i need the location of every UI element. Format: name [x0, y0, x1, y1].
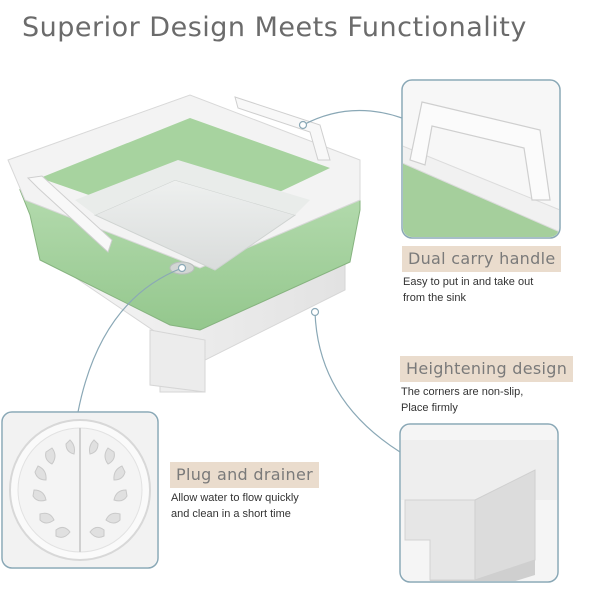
- feature-title-height: Heightening design: [400, 356, 574, 382]
- collapsible-basin: [7, 94, 361, 393]
- callout-line-plug: [77, 267, 183, 413]
- feature-desc-line: from the sink: [403, 292, 466, 304]
- feature-desc-line: Allow water to flow quickly: [171, 492, 299, 504]
- feature-desc-line: Place firmly: [401, 402, 458, 414]
- callout-line-height: [314, 311, 401, 453]
- feature-title-plug: Plug and drainer: [170, 462, 320, 488]
- feature-desc-line: Easy to put in and take out: [403, 276, 534, 288]
- page-title: Superior Design Meets Functionality: [22, 12, 527, 43]
- feature-desc-handle: Easy to put in and take out from the sin…: [403, 274, 533, 306]
- feature-desc-height: The corners are non-slip, Place firmly: [401, 384, 523, 416]
- callout-dot-plug: [177, 263, 187, 273]
- callout-line-handle: [302, 109, 403, 126]
- callout-dot-height: [310, 307, 320, 317]
- callout-lines: [77, 109, 403, 453]
- feature-desc-plug: Allow water to flow quickly and clean in…: [171, 490, 299, 522]
- callout-dot-handle: [298, 120, 308, 130]
- detail-frame-feet: [399, 423, 559, 583]
- detail-frame-plug: [1, 411, 159, 569]
- feature-desc-line: and clean in a short time: [171, 508, 291, 520]
- feature-title-handle: Dual carry handle: [402, 246, 562, 272]
- detail-frame-handle: [401, 79, 561, 239]
- feature-desc-line: The corners are non-slip,: [401, 386, 524, 398]
